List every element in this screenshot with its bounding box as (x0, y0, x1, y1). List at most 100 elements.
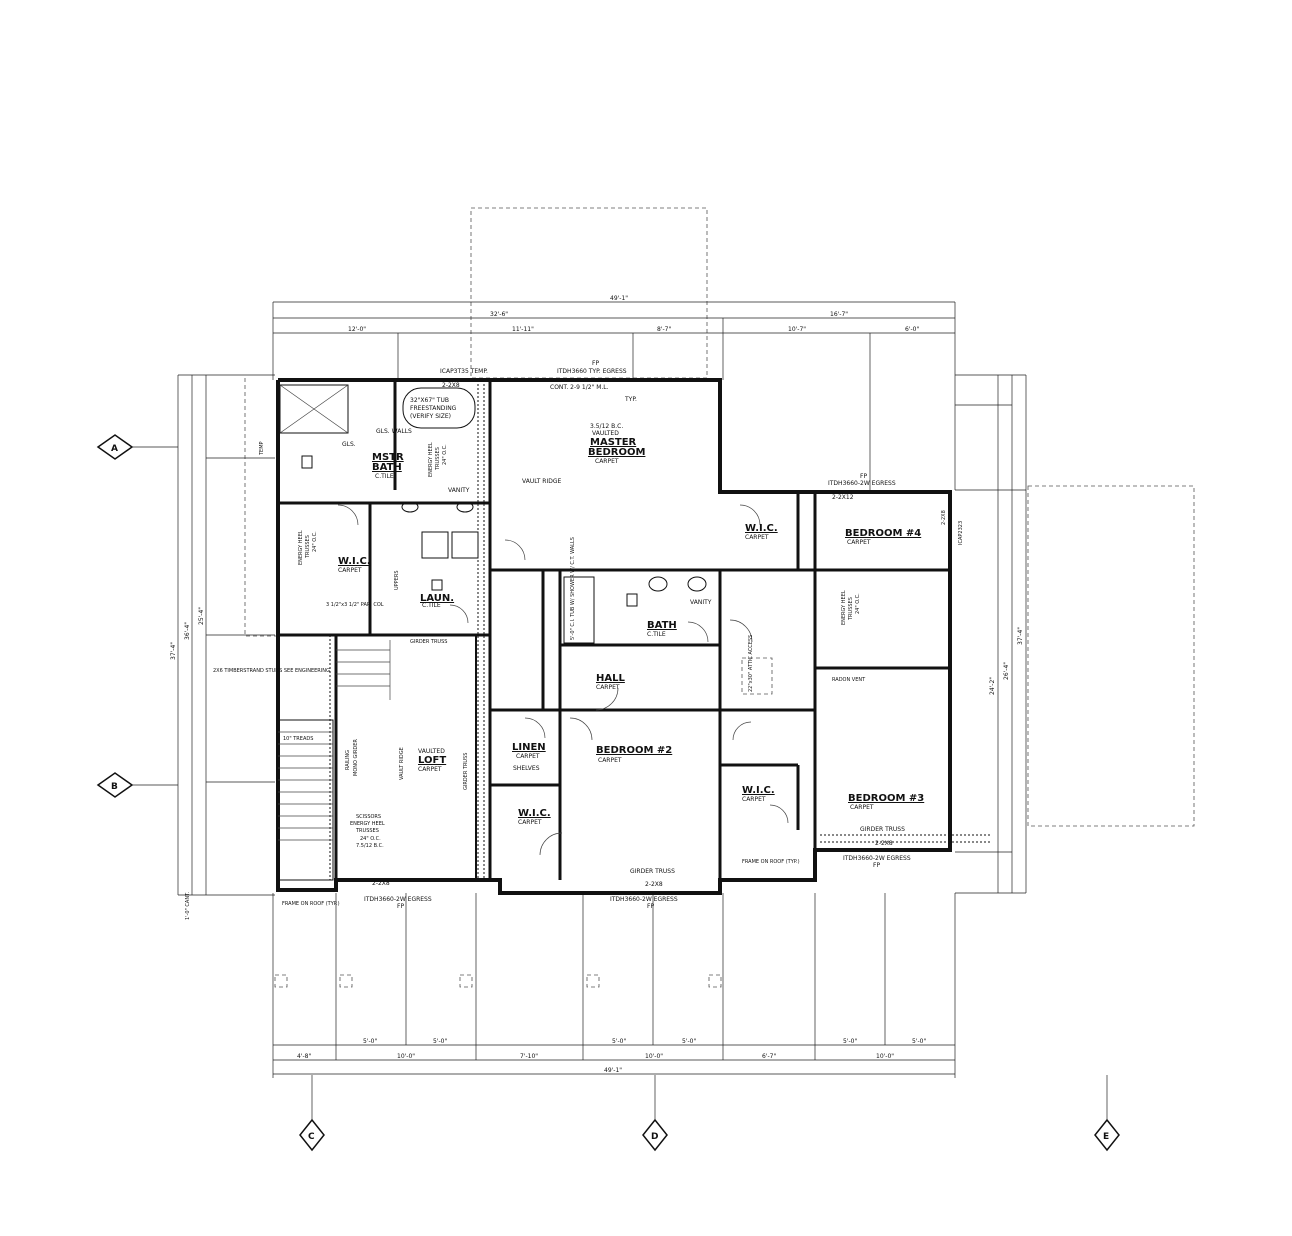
note-girder-truss-bottom: GIRDER TRUSS (630, 868, 675, 875)
note-tub3: (VERIFY SIZE) (410, 413, 451, 420)
room-wic-2-floor: CARPET (518, 819, 542, 826)
note-header-right-top: 2-2X12 (832, 494, 854, 501)
note-energy-heel-wic-1: ENERGY HEEL (298, 530, 304, 565)
room-bath-name: BATH (647, 620, 677, 631)
dim-left-overall: 37'-4" (170, 642, 177, 660)
note-scissors-5: 7.5/12 B.C. (356, 843, 384, 849)
freestanding-tub (402, 387, 476, 429)
dim-bottom-sub-5: 5'-0" (843, 1038, 857, 1045)
dim-left-cant: 1'-0" CANT. (185, 891, 191, 920)
svg-text:B: B (111, 782, 118, 792)
note-fp-bottom-left: FP (397, 903, 404, 910)
bath-tub (563, 576, 595, 644)
note-energy-heel-3: 24" O.C. (442, 444, 448, 465)
roof-outline-top (470, 207, 708, 379)
svg-text:A: A (111, 444, 118, 454)
dim-bottom-sub-2: 5'-0" (433, 1038, 447, 1045)
note-energy-heel-2: TRUSSES (435, 447, 441, 471)
note-par-col: 3 1/2"x3 1/2" PAR. COL (326, 602, 384, 608)
room-linen-name: LINEN (512, 742, 546, 753)
attic-access (741, 657, 773, 695)
room-wic-3-name: W.I.C. (742, 785, 775, 796)
room-hall-name: HALL (596, 673, 625, 684)
dim-top-right: 16'-7" (830, 311, 848, 318)
roof-outline-right (1027, 485, 1195, 827)
note-header-bottom-center: 2-2X8 (645, 881, 663, 888)
dim-right-inner: 26'-4" (1003, 662, 1010, 680)
dim-top-seg-1: 12'-0" (348, 326, 366, 333)
note-girder-truss: GIRDER TRUSS (410, 639, 447, 645)
room-bedroom-2-name: BEDROOM #2 (596, 745, 672, 756)
svg-text:D: D (651, 1132, 658, 1142)
dim-top-seg-2: 11'-11" (512, 326, 534, 333)
room-master-name: BEDROOM (588, 447, 645, 458)
room-loft-note: VAULTED (418, 748, 445, 755)
dim-left-mid: 25'-4" (198, 607, 205, 625)
room-linen-floor: CARPET (516, 753, 540, 760)
dim-bottom-seg-5: 6'-7" (762, 1053, 776, 1060)
dim-bottom-seg-4: 10'-0" (645, 1053, 663, 1060)
note-frame-on-roof: FRAME ON ROOF (TYP.) (282, 901, 340, 907)
note-window-right-top: ITDH3660-2W EGRESS (828, 480, 896, 487)
room-loft-name: LOFT (418, 755, 446, 766)
note-temp: TEMP (259, 441, 265, 456)
note-timberstrand: 2X6 TIMBERSTRAND STUDS SEE ENGINEERING (213, 668, 330, 674)
washer (421, 531, 449, 559)
dim-top-seg-5: 6'-0" (905, 326, 919, 333)
note-scissors-1: SCISSORS (356, 814, 381, 820)
room-wic-2-name: W.I.C. (518, 808, 551, 819)
room-master-floor: CARPET (595, 458, 619, 465)
room-wic-3-floor: CARPET (742, 796, 766, 803)
note-window-bottom-left: ITDH3660-2W EGRESS (364, 896, 432, 903)
grid-marker-d: D (642, 1075, 668, 1152)
grid-marker-a: A (96, 434, 178, 460)
grid-marker-b: B (96, 772, 178, 798)
dim-right-overall: 37'-4" (1017, 627, 1024, 645)
dim-bottom-seg-6: 10'-0" (876, 1053, 894, 1060)
svg-text:C: C (308, 1132, 315, 1142)
dim-bottom-sub-4: 5'-0" (682, 1038, 696, 1045)
note-cap-right: ICAP2323 (958, 521, 964, 545)
room-bath-floor: C.TILE (647, 631, 666, 638)
note-fp-right-bottom: FP (873, 862, 880, 869)
door-swings (337, 504, 789, 856)
note-attic: 22"x30" ATTIC ACCESS (748, 635, 754, 692)
note-tub: 32"X67" TUB (410, 397, 449, 404)
grid-marker-c: C (299, 1075, 325, 1152)
room-bedroom-3-floor: CARPET (850, 804, 874, 811)
note-fp-bottom-center: FP (647, 903, 654, 910)
note-girder-truss-right: GIRDER TRUSS (860, 826, 905, 833)
room-linen-note: SHELVES (513, 765, 540, 772)
note-energy-heel-br4-2: TRUSSES (848, 597, 854, 621)
room-bedroom-2-floor: CARPET (598, 757, 622, 764)
note-window-right-bottom: ITDH3660-2W EGRESS (843, 855, 911, 862)
dim-bottom-overall: 49'-1" (604, 1067, 622, 1074)
interior-walls (278, 380, 950, 880)
dim-top-left: 32'-6" (490, 311, 508, 318)
note-vanity: VANITY (448, 487, 470, 494)
room-bedroom-4-floor: CARPET (847, 539, 871, 546)
note-header-right-bottom: 2-2X8 (875, 840, 893, 847)
note-energy-heel-br4-3: 24" O.C. (855, 593, 861, 614)
dim-bottom-seg-1: 4'-8" (297, 1053, 311, 1060)
note-energy-heel-br4-1: ENERGY HEEL (841, 590, 847, 625)
room-master-prefix: MASTER (590, 437, 637, 448)
note-fp-top: FP (592, 360, 599, 367)
room-loft-floor: CARPET (418, 766, 442, 773)
note-frame-on-roof-right: FRAME ON ROOF (TYP.) (742, 859, 800, 865)
dryer (451, 531, 479, 559)
shower (279, 384, 349, 434)
room-mstr-bath-floor: C.TILE (375, 473, 394, 480)
note-window-top-left: ICAP3T35 TEMP. (440, 368, 488, 375)
note-energy-heel-wic-2: TRUSSES (305, 535, 311, 559)
note-tub2: FREESTANDING (410, 405, 457, 412)
note-header-right-side: 2-2X8 (941, 510, 947, 525)
room-wic-master-floor: CARPET (338, 567, 362, 574)
svg-text:E: E (1103, 1132, 1109, 1142)
dim-bottom-seg-3: 7'-10" (520, 1053, 538, 1060)
room-laun-floor: C.TILE (422, 602, 441, 609)
note-energy-heel-wic-3: 24" O.C. (312, 531, 318, 552)
grid-marker-e: E (1094, 1075, 1120, 1152)
dim-left-inner: 36'-4" (184, 622, 191, 640)
